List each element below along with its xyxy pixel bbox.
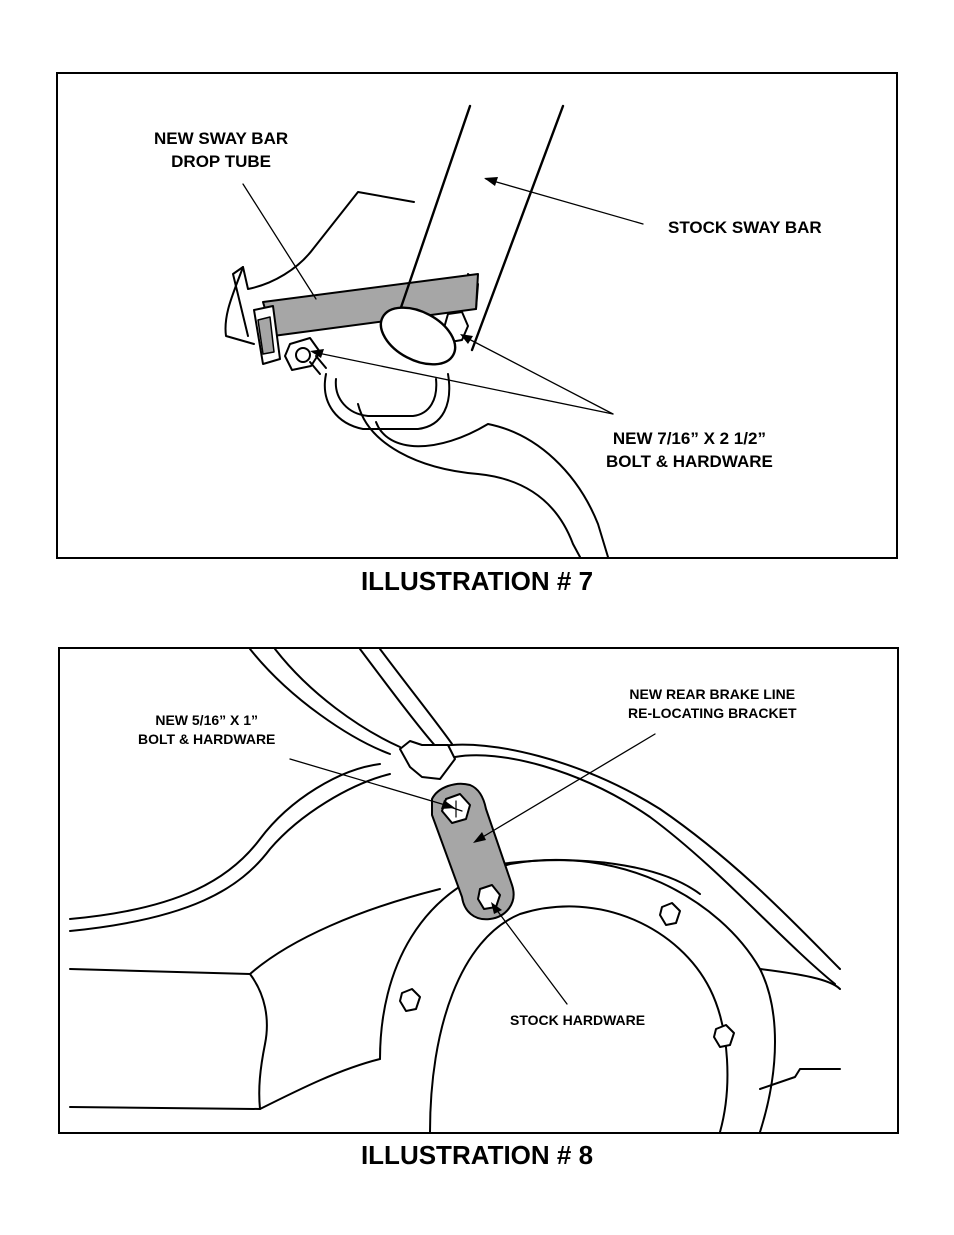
label-bolt-7-line1: NEW 7/16” X 2 1/2”: [612, 429, 766, 448]
differential-drawing: [69, 649, 841, 1132]
label-bolt-8-line1: NEW 5/16” X 1”: [155, 712, 259, 728]
brake-line-long: [441, 743, 841, 970]
label-drop-tube-line1: NEW SWAY BAR: [154, 129, 289, 148]
brake-line-upper-4: [379, 649, 453, 745]
axle-tube-right: [759, 968, 841, 990]
leader-bracket: [475, 733, 656, 842]
cover-bolt-1: [399, 988, 421, 1012]
illustration-7-panel: NEW SWAY BAR DROP TUBE STOCK SWAY BAR NE…: [56, 72, 898, 559]
leader-stock-hardware: [492, 904, 568, 1005]
stock-sway-bar-end: [379, 306, 457, 366]
axle-tube-lower: [69, 1058, 381, 1110]
brake-line-upper: [249, 649, 391, 755]
arrow-bolt-8: [441, 800, 455, 809]
label-stock-hardware-text: STOCK HARDWARE: [510, 1012, 646, 1028]
label-stock-hardware: STOCK HARDWARE: [510, 1011, 645, 1030]
illustration-8-caption: ILLUSTRATION # 8: [360, 1140, 594, 1170]
label-bracket-line2: RE-LOCATING BRACKET: [628, 704, 797, 721]
label-bolt-hardware-7: NEW 7/16” X 2 1/2” BOLT & HARDWARE: [606, 428, 773, 474]
arrow-bolt-right: [460, 334, 473, 344]
arrow-bolt-left: [310, 349, 324, 358]
arrow-bracket: [473, 832, 486, 843]
illustration-8-panel: NEW 5/16” X 1” BOLT & HARDWARE NEW REAR …: [58, 647, 899, 1134]
mount-bracket-edge: [224, 266, 255, 345]
label-stock-sway-bar: STOCK SWAY BAR: [668, 217, 822, 240]
brake-line-upper-2: [274, 649, 401, 748]
arrow-sway-bar: [484, 177, 498, 186]
bolt-head-left: [295, 347, 311, 363]
label-drop-tube: NEW SWAY BAR DROP TUBE: [154, 128, 288, 174]
diff-housing: [379, 858, 776, 1132]
bushing-clamp: [323, 373, 451, 430]
label-bracket-line1: NEW REAR BRAKE LINE: [629, 686, 796, 702]
axle-tube-right-lower: [759, 1068, 841, 1090]
mount-bracket: [232, 191, 415, 337]
leader-bolt-8: [289, 758, 453, 808]
axle-flange-left: [249, 973, 268, 1110]
brake-line-left-2: [69, 773, 391, 932]
brake-line-clip: [399, 740, 456, 780]
axle-tube-upper: [69, 888, 441, 975]
cover-bolt-3: [713, 1024, 735, 1048]
stock-sway-bar-right: [470, 104, 565, 352]
label-bolt-hardware-8: NEW 5/16” X 1” BOLT & HARDWARE: [138, 711, 275, 749]
cover-bolt-2: [659, 902, 681, 926]
label-stock-sway-bar-text: STOCK SWAY BAR: [668, 218, 822, 237]
label-bolt-7-line2: BOLT & HARDWARE: [606, 451, 773, 471]
arrow-stock-hardware: [491, 902, 502, 914]
stock-sway-bar-left: [394, 104, 472, 324]
bushing-clamp-inner: [334, 378, 438, 417]
leader-bolt-left: [312, 351, 614, 415]
sway-bar-drawing: [224, 104, 644, 557]
sway-bar-lower-arm-edge: [375, 421, 609, 557]
leader-drop-tube: [242, 183, 317, 300]
diff-cover-top: [499, 859, 701, 895]
brake-line-long-2: [454, 754, 836, 985]
brake-line-upper-3: [359, 649, 439, 750]
drop-tube-end-inner: [257, 316, 275, 355]
label-drop-tube-line2: DROP TUBE: [171, 151, 271, 171]
label-bolt-8-line2: BOLT & HARDWARE: [138, 730, 276, 747]
brake-line-left: [69, 763, 381, 920]
bolt-shank: [309, 355, 327, 375]
label-relocating-bracket: NEW REAR BRAKE LINE RE-LOCATING BRACKET: [628, 685, 797, 723]
sway-bar-lower-arm: [357, 403, 581, 557]
leader-sway-bar: [485, 178, 644, 225]
illustration-7-caption: ILLUSTRATION # 7: [360, 566, 594, 596]
leader-bolt-right: [462, 335, 614, 415]
